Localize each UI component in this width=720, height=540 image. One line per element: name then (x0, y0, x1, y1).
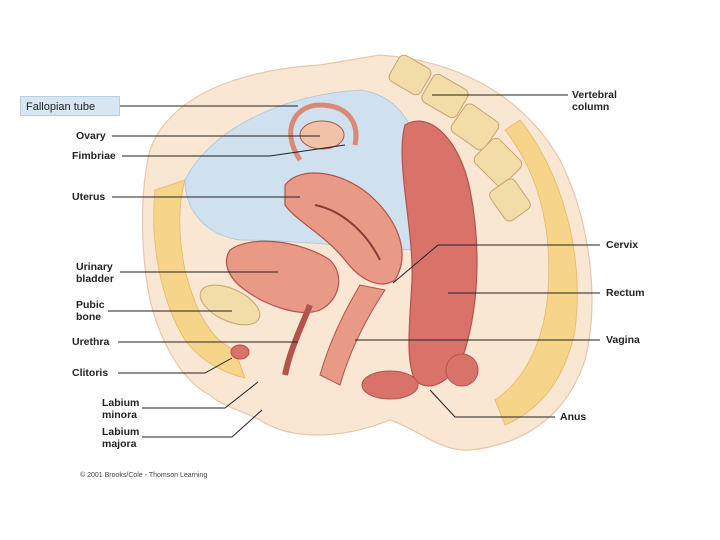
vertebral-column-label: Vertebral column (572, 89, 617, 113)
vagina-label: Vagina (606, 334, 640, 346)
cervix-label: Cervix (606, 239, 639, 251)
posterior-fat (494, 119, 578, 426)
copyright-notice: © 2001 Brooks/Cole - Thomson Learning (80, 472, 208, 479)
anterior-fat (153, 179, 246, 379)
labium-minora-label: Labium minora (102, 397, 140, 421)
rectum-shape (401, 120, 478, 387)
fallopian-tube-label: Fallopian tube (20, 96, 120, 116)
bladder-shape (225, 240, 340, 314)
leader-lines (108, 94, 600, 438)
ovary-label: Ovary (76, 130, 106, 142)
vagina-shape (319, 284, 386, 386)
clitoris-label: Clitoris (72, 367, 109, 379)
urethra-label: Urethra (72, 336, 110, 348)
fimbriae-label: Fimbriae (72, 150, 116, 162)
pubic-bone-shape (199, 284, 261, 326)
uterine-cavity (314, 204, 381, 261)
urethra-shape (282, 303, 313, 376)
ovary-shape (299, 120, 345, 150)
urinary-bladder-label: Urinary bladder (76, 261, 114, 285)
anal-sphincter-shape (445, 353, 479, 387)
uterus-label: Uterus (72, 191, 106, 203)
uterus-shape (284, 172, 403, 285)
pubic-bone-label: Pubic bone (76, 299, 105, 323)
anus-label: Anus (560, 411, 587, 423)
labium-majora-label: Labium majora (102, 426, 140, 450)
clitoris-shape (230, 344, 250, 360)
perineal-muscle-shape (361, 370, 419, 400)
vertebral-column-shape (388, 54, 531, 222)
rectum-label: Rectum (606, 287, 645, 299)
